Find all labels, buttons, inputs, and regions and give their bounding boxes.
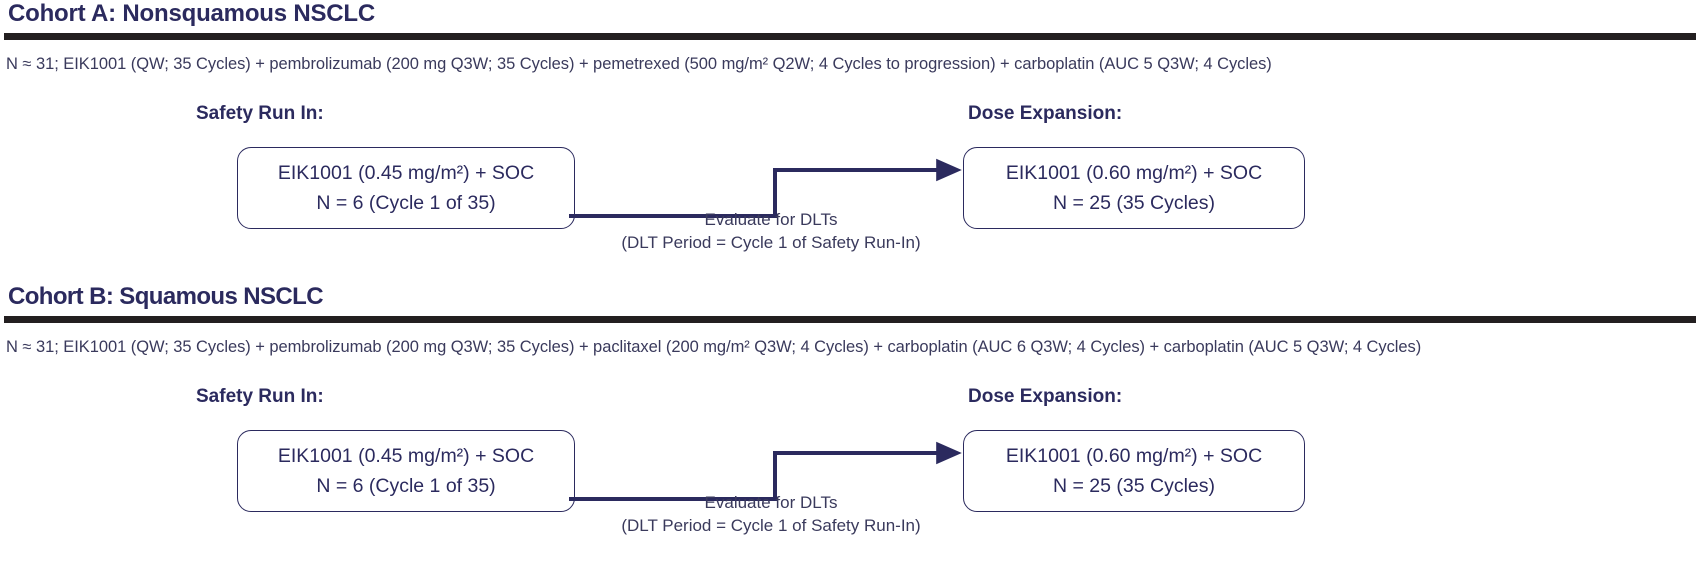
cohort-b-safety-run-in-box-line1: EIK1001 (0.45 mg/m²) + SOC <box>277 444 535 467</box>
cohort-a-divider <box>4 33 1696 40</box>
cohort-b-connector-arrow <box>569 441 962 501</box>
cohort-b-regimen-text: N ≈ 31; EIK1001 (QW; 35 Cycles) + pembro… <box>6 338 1422 356</box>
cohort-b-dose-expansion-box-line1: EIK1001 (0.60 mg/m²) + SOC <box>1005 444 1263 467</box>
cohort-a-title: Cohort A: Nonsquamous NSCLC <box>8 0 376 27</box>
cohort-a-dose-expansion-box-line2: N = 25 (35 Cycles) <box>1052 192 1216 214</box>
cohort-a-safety-run-in-box: EIK1001 (0.45 mg/m²) + SOC N = 6 (Cycle … <box>237 147 575 229</box>
cohort-b-divider <box>4 316 1696 323</box>
cohort-b-dose-expansion-box-line2: N = 25 (35 Cycles) <box>1052 475 1216 497</box>
cohort-b-dlt-caption-line2: (DLT Period = Cycle 1 of Safety Run-In) <box>621 515 921 535</box>
cohort-b-safety-run-in-box: EIK1001 (0.45 mg/m²) + SOC N = 6 (Cycle … <box>237 430 575 512</box>
cohort-a-dlt-caption: Evaluate for DLTs (DLT Period = Cycle 1 … <box>566 209 976 254</box>
cohort-a-safety-run-in-box-line1: EIK1001 (0.45 mg/m²) + SOC <box>277 161 535 184</box>
cohort-b-title: Cohort B: Squamous NSCLC <box>8 283 324 310</box>
cohort-a-dose-expansion-label: Dose Expansion: <box>968 103 1123 124</box>
cohort-b-safety-run-in-label: Safety Run In: <box>196 386 324 407</box>
cohort-a-safety-run-in-box-line2: N = 6 (Cycle 1 of 35) <box>316 192 496 214</box>
cohort-a-dlt-caption-line1: Evaluate for DLTs <box>704 210 838 229</box>
cohort-a-safety-run-in-label: Safety Run In: <box>196 103 324 124</box>
cohort-b-dose-expansion-box: EIK1001 (0.60 mg/m²) + SOC N = 25 (35 Cy… <box>963 430 1305 512</box>
cohort-a-dlt-caption-line2: (DLT Period = Cycle 1 of Safety Run-In) <box>621 232 921 252</box>
cohort-a-regimen-text: N ≈ 31; EIK1001 (QW; 35 Cycles) + pembro… <box>6 55 1272 73</box>
cohort-a-connector-arrow <box>569 158 962 218</box>
cohort-b-dlt-caption-line1: Evaluate for DLTs <box>704 493 838 512</box>
cohort-a-dose-expansion-box: EIK1001 (0.60 mg/m²) + SOC N = 25 (35 Cy… <box>963 147 1305 229</box>
cohort-b-safety-run-in-box-line2: N = 6 (Cycle 1 of 35) <box>316 475 496 497</box>
cohort-b-dlt-caption: Evaluate for DLTs (DLT Period = Cycle 1 … <box>566 492 976 537</box>
cohort-a-dose-expansion-box-line1: EIK1001 (0.60 mg/m²) + SOC <box>1005 161 1263 184</box>
cohort-b-dose-expansion-label: Dose Expansion: <box>968 386 1123 407</box>
